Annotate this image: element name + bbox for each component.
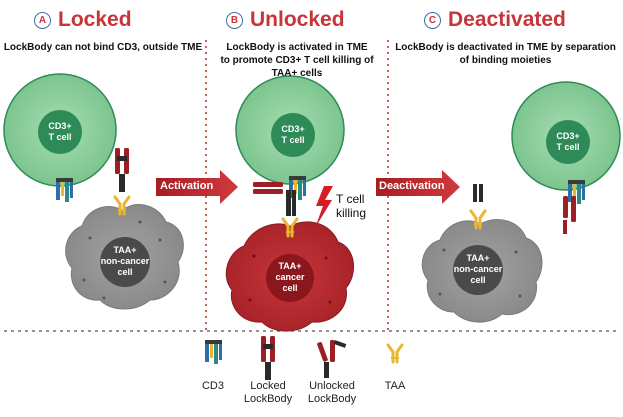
panel-c-caption-line2: of binding moieties xyxy=(459,55,552,66)
killing-line1: T cell xyxy=(336,192,365,206)
panel-b-caption-line2: to promote CD3+ T cell killing of xyxy=(220,55,374,66)
panel-b-caption: LockBody is activated in TME to promote … xyxy=(208,41,386,80)
legend-locked-line1: Locked xyxy=(250,380,286,392)
tcell-label-line2: T cell xyxy=(556,142,580,152)
panel-a-locked-lockbody xyxy=(115,148,129,192)
tcell-label-line2: T cell xyxy=(281,135,305,145)
panel-c-separated-red-arms xyxy=(563,196,576,234)
panel-b-title: B Unlocked xyxy=(226,8,345,32)
panel-b-title-text: Unlocked xyxy=(250,8,345,31)
panel-a-title: A Locked xyxy=(34,8,132,32)
panel-b-tcell xyxy=(235,75,345,185)
tcell-label-line1: CD3+ xyxy=(281,124,305,134)
panel-c-title-text: Deactivated xyxy=(448,8,566,31)
panel-b-badge: B xyxy=(226,11,243,29)
legend-unlocked-lockbody-icon xyxy=(317,340,347,378)
tcell-label-line1: CD3+ xyxy=(556,131,580,141)
panel-c-dark-arm xyxy=(473,184,483,202)
panel-a-badge: A xyxy=(34,11,51,29)
deactivation-label: Deactivation xyxy=(379,180,445,192)
noncancer-label-line1: TAA+ xyxy=(113,245,137,255)
legend-cd3-label: CD3 xyxy=(201,380,224,392)
panel-b-caption-line3: TAA+ cells xyxy=(271,68,323,79)
panel-b-cd3 xyxy=(289,176,306,200)
panel-c-noncancer-cell xyxy=(421,219,543,323)
panel-c-caption: LockBody is deactivated in TME by separa… xyxy=(390,41,621,67)
panel-c-tcell xyxy=(511,81,621,191)
panel-c-noncancer-label: TAA+ non-cancer cell xyxy=(451,253,505,286)
legend-locked-label: Locked LockBody xyxy=(240,380,296,406)
noncancer-label-line1: TAA+ xyxy=(466,253,490,263)
panel-c-title: C Deactivated xyxy=(424,8,566,32)
cancer-label-line1: TAA+ xyxy=(278,261,302,271)
panel-b-caption-line1: LockBody is activated in TME xyxy=(226,42,368,53)
legend-unlocked-line1: Unlocked xyxy=(309,380,355,392)
panel-a-tcell-label: CD3+ T cell xyxy=(38,121,82,143)
noncancer-label-line2: non-cancer xyxy=(100,256,150,266)
panel-b-cancer-cell xyxy=(225,221,354,332)
killing-line2: killing xyxy=(336,206,367,220)
legend-locked-lockbody-icon xyxy=(261,336,275,380)
legend-cd3-icon xyxy=(205,340,222,364)
panel-a-caption: LockBody can not bind CD3, outside TME xyxy=(3,42,203,53)
lightning-icon xyxy=(315,186,333,228)
legend-taa-icon xyxy=(386,343,404,364)
tcell-label-line1: CD3+ xyxy=(48,121,72,131)
panel-a-title-text: Locked xyxy=(58,8,132,31)
panel-b-cancer-label: TAA+ cancer cell xyxy=(266,261,314,294)
panel-c-caption-line1: LockBody is deactivated in TME by separa… xyxy=(395,42,616,53)
panel-c-badge: C xyxy=(424,11,441,29)
panel-b-tcell-label: CD3+ T cell xyxy=(271,124,315,146)
panel-c-cd3 xyxy=(568,180,585,204)
panel-a-noncancer-label: TAA+ non-cancer cell xyxy=(98,245,152,278)
panel-a-cd3 xyxy=(56,178,73,202)
tcell-label-line2: T cell xyxy=(48,132,72,142)
noncancer-label-line3: cell xyxy=(117,267,133,277)
cancer-label-line3: cell xyxy=(282,283,298,293)
deactivation-arrow xyxy=(376,170,460,204)
legend-unlocked-label: Unlocked LockBody xyxy=(302,380,362,406)
legend-unlocked-line2: LockBody xyxy=(307,393,357,405)
noncancer-label-line2: non-cancer xyxy=(453,264,503,274)
noncancer-label-line3: cell xyxy=(470,275,486,285)
tcell-killing-label: T cell killing xyxy=(336,192,366,220)
panel-a-noncancer-cell xyxy=(65,204,184,310)
activation-label: Activation xyxy=(160,180,214,192)
cancer-label-line2: cancer xyxy=(275,272,305,282)
legend-taa-label: TAA xyxy=(384,380,406,392)
legend-locked-line2: LockBody xyxy=(243,393,293,405)
activation-arrow xyxy=(156,170,238,204)
panel-c-tcell-label: CD3+ T cell xyxy=(546,131,590,153)
panel-b-unlocked-lockbody xyxy=(253,182,296,216)
